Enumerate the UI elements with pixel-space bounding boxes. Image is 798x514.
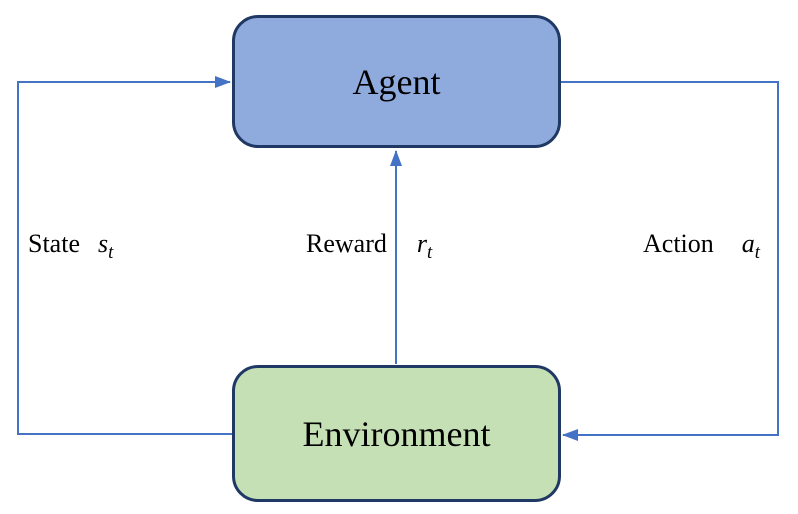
state-label-text: State bbox=[28, 229, 80, 258]
action-edge-label: Action at bbox=[643, 229, 760, 262]
reward-symbol: rt bbox=[416, 229, 432, 262]
agent-label: Agent bbox=[352, 61, 441, 102]
state-arrow bbox=[17, 76, 232, 435]
action-label-text: Action bbox=[643, 229, 714, 258]
action-symbol: at bbox=[741, 229, 760, 262]
environment-node: Environment bbox=[232, 365, 561, 502]
reward-edge-label: Reward rt bbox=[306, 229, 432, 262]
environment-label: Environment bbox=[302, 413, 491, 454]
action-symbol-letter: a bbox=[741, 229, 755, 258]
reward-symbol-subscript: t bbox=[426, 242, 433, 264]
state-edge-label: State st bbox=[28, 229, 113, 262]
reward-label-text: Reward bbox=[306, 229, 387, 258]
action-symbol-subscript: t bbox=[754, 242, 760, 264]
agent-node: Agent bbox=[232, 15, 561, 148]
state-symbol: st bbox=[98, 229, 113, 262]
action-arrow bbox=[561, 81, 779, 441]
state-symbol-subscript: t bbox=[108, 242, 114, 264]
state-symbol-letter: s bbox=[98, 229, 109, 258]
reward-symbol-letter: r bbox=[416, 229, 427, 258]
